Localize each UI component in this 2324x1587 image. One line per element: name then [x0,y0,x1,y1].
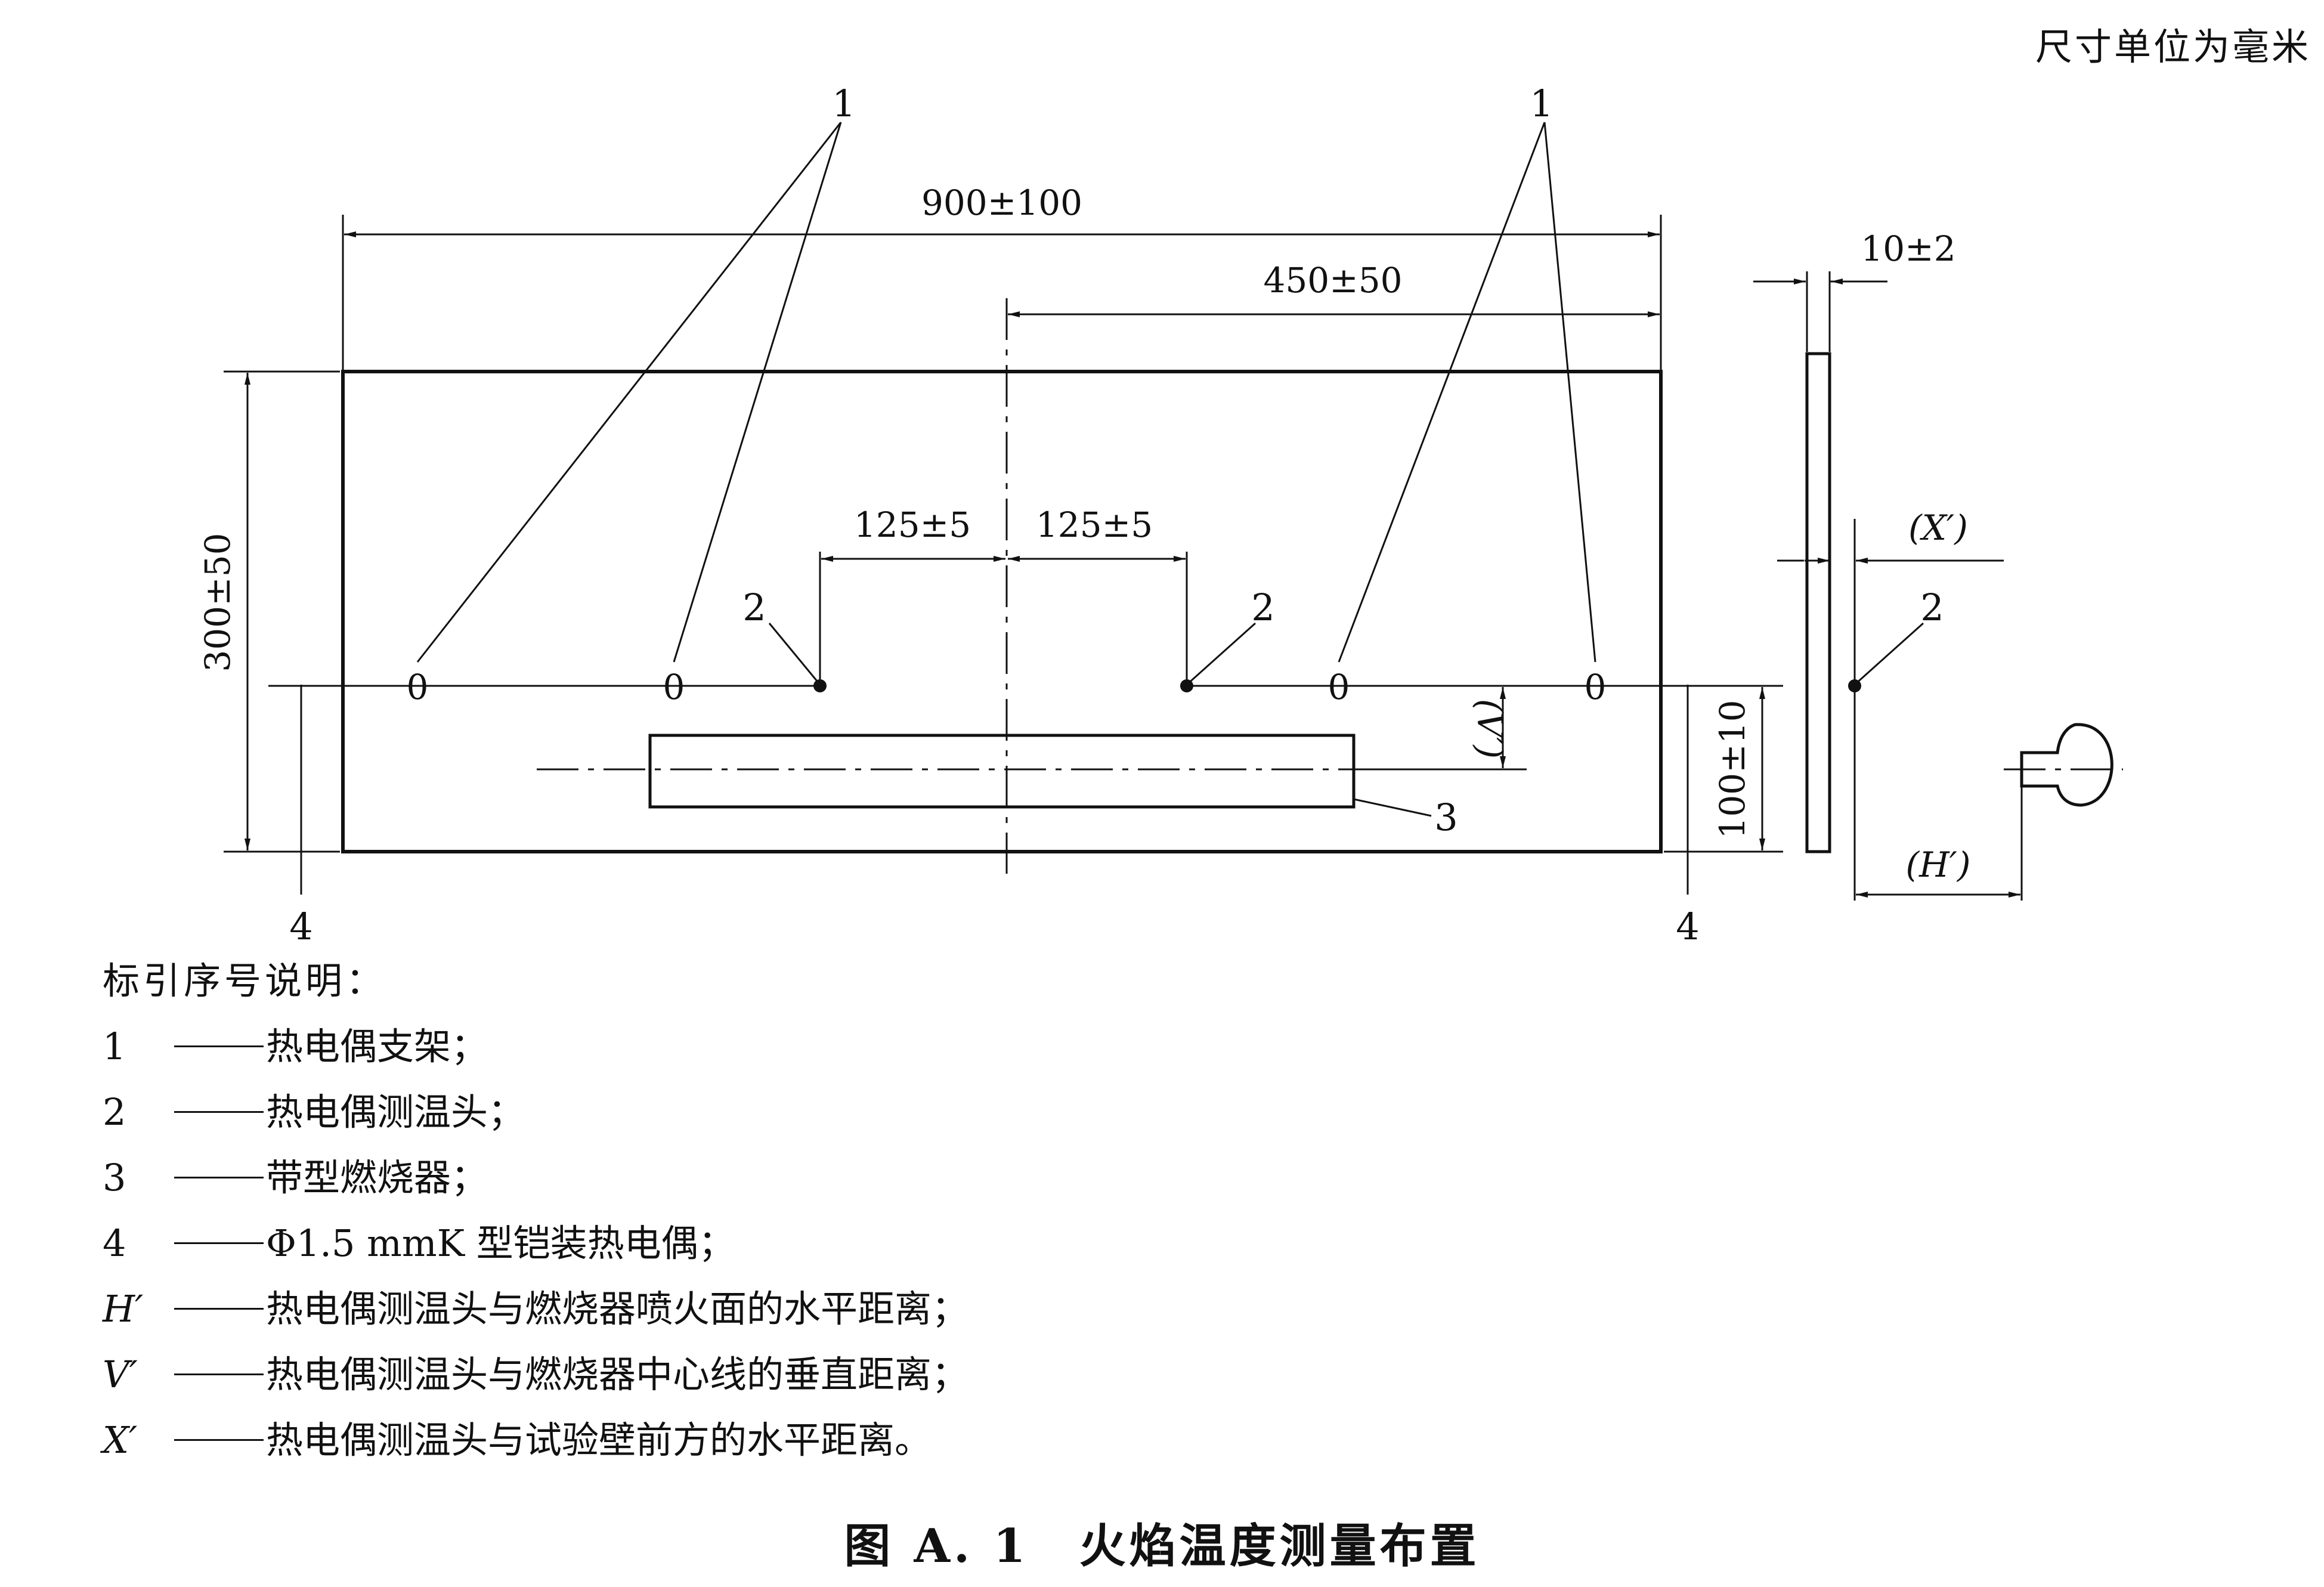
legend-item: 1 热电偶支架； [103,1014,968,1079]
legend-dash [174,1177,264,1178]
legend-text: 热电偶支架； [266,1025,488,1068]
probe-point-right [1180,679,1193,692]
dim-height: 300±50 [197,533,238,672]
legend-item: X′ 热电偶测温头与试验壁前方的水平距离。 [103,1407,968,1473]
thermocouple-holder-mark: 0 [407,667,429,707]
dim-right-offset: 125±5 [1036,505,1153,545]
dim-h-prime: (H′) [1905,844,1970,885]
legend-item: 3 带型燃烧器； [103,1145,968,1211]
legend-dash [174,1373,264,1375]
legend-text: 热电偶测温头与燃烧器中心线的垂直距离； [266,1353,969,1396]
dim-v-prime: (V′) [1469,699,1510,759]
legend-text: 热电偶测温头与燃烧器喷火面的水平距离； [266,1287,969,1331]
callout-probe-left: 2 [742,586,766,629]
legend-item: 2 热电偶测温头； [103,1079,968,1145]
burner-side-symbol [2020,723,2113,807]
unit-note: 尺寸单位为毫米 [2035,25,2311,69]
figure-caption: 图 A. 1 火焰温度测量布置 [844,1519,1480,1573]
thermocouple-holder-mark: 0 [1328,667,1350,707]
legend-key: X′ [103,1418,138,1462]
legend-key: H′ [103,1287,144,1331]
legend-text: 带型燃烧器； [266,1156,488,1199]
callout-holder-left: 1 [832,82,855,125]
legend-item: V′ 热电偶测温头与燃烧器中心线的垂直距离； [103,1342,968,1407]
dim-half-width: 450±50 [1263,260,1402,301]
legend-dash [174,1242,264,1244]
legend-text: 热电偶测温头与试验壁前方的水平距离。 [266,1418,932,1462]
callout-sheathed-right: 4 [1676,905,1699,948]
probe-point-left [813,679,827,692]
legend-key: 1 [103,1025,126,1068]
callout-holder-right: 1 [1530,82,1553,125]
legend-dash [174,1439,264,1441]
dim-overall-width: 900±100 [921,182,1082,223]
dim-x-prime: (X′) [1908,508,1968,548]
side-view-wall [1805,352,1831,853]
legend-dash [174,1045,264,1047]
dim-left-offset: 125±5 [854,505,971,545]
legend-dash [174,1111,264,1113]
dim-probe-height: 100±10 [1712,700,1753,839]
legend-item: H′ 热电偶测温头与燃烧器喷火面的水平距离； [103,1276,968,1342]
legend-text: 热电偶测温头； [266,1090,525,1134]
legend-key: 4 [103,1221,126,1265]
burner-outline [648,734,1356,809]
legend-key: V′ [103,1353,138,1396]
callout-burner: 3 [1434,796,1457,839]
callout-probe-right: 2 [1251,586,1274,629]
thermocouple-holder-mark: 0 [1585,667,1607,707]
legend-text: Φ1.5 mmK 型铠装热电偶； [266,1221,735,1265]
callout-probe-side: 2 [1920,586,1944,629]
test-wall-panel [341,370,1663,853]
callout-sheathed-left: 4 [289,905,312,948]
legend-title: 标引序号说明： [103,959,387,1003]
dim-wall-thickness: 10±2 [1861,228,1955,269]
thermocouple-holder-mark: 0 [663,667,685,707]
legend-key: 3 [103,1156,126,1199]
legend-item: 4 Φ1.5 mmK 型铠装热电偶； [103,1211,968,1276]
legend-key: 2 [103,1090,126,1134]
legend: 标引序号说明： 1 热电偶支架； 2 热电偶测温头； 3 带型燃烧器； 4 Φ1… [103,948,968,1473]
legend-dash [174,1308,264,1310]
probe-point-side [1848,679,1861,692]
